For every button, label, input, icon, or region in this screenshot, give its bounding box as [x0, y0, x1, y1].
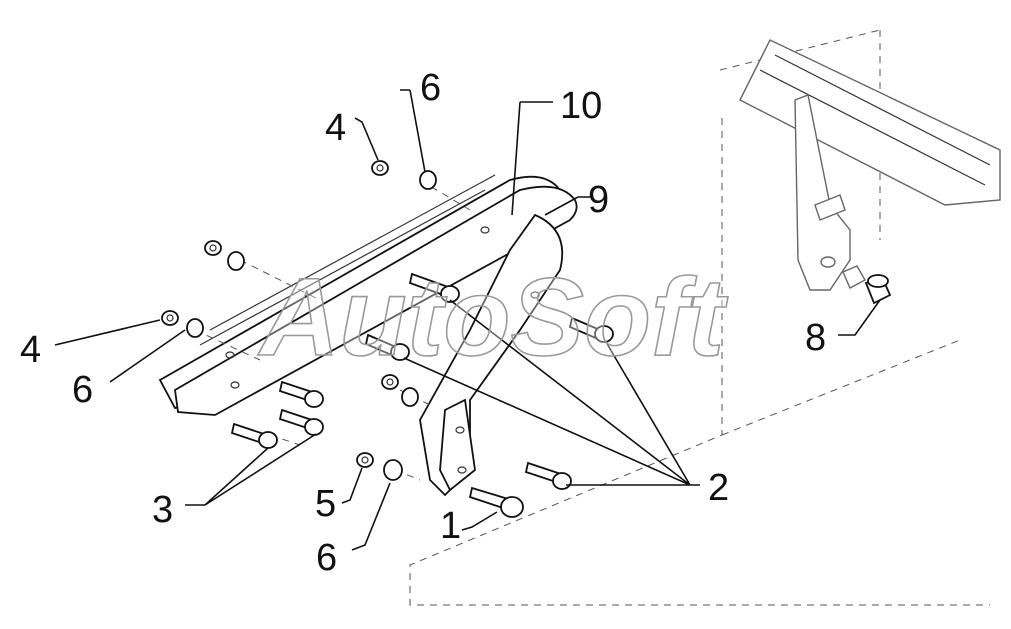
- callout-5: 5: [315, 483, 336, 525]
- callout-9: 9: [588, 179, 609, 221]
- callout-4-top: 4: [325, 107, 346, 149]
- callout-3: 3: [152, 489, 173, 531]
- callout-6-top: 6: [420, 67, 441, 109]
- nuts-washers: [161, 160, 437, 481]
- callout-1: 1: [440, 505, 461, 547]
- callout-6-bottom: 6: [316, 537, 337, 579]
- callout-6-left: 6: [72, 369, 93, 411]
- callout-8: 8: [805, 317, 826, 359]
- bolts: [230, 272, 614, 518]
- watermark-logo: AutoSoft: [257, 256, 729, 379]
- bracket-10: [158, 174, 578, 416]
- chassis-phantom: [409, 29, 1001, 606]
- callout-numbers: 10 9 6 4 4 6 3 5 6 1 2 8: [20, 67, 826, 579]
- leader-lines: [54, 89, 881, 551]
- callout-4-left: 4: [20, 329, 41, 371]
- callout-2: 2: [708, 467, 729, 509]
- bracket-9: [419, 213, 564, 497]
- callout-10: 10: [560, 85, 602, 127]
